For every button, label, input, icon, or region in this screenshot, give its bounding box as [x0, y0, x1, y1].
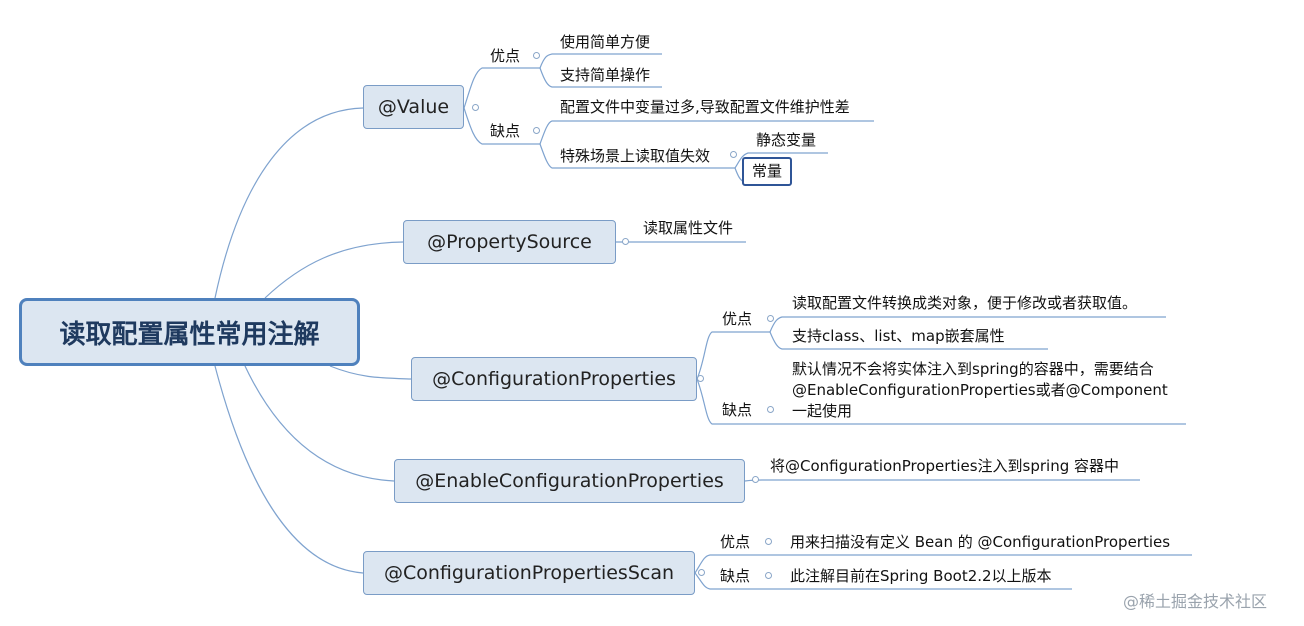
configuration-properties-pros-item-1[interactable]: 读取配置文件转换成类对象，便于修改或者获取值。 [792, 294, 1138, 312]
value-cons-item-2-collapse-icon[interactable] [730, 151, 737, 158]
configuration-properties-scan-pros-text[interactable]: 用来扫描没有定义 Bean 的 @ConfigurationProperties [790, 533, 1171, 551]
value-cons-label[interactable]: 缺点 [490, 122, 521, 140]
configuration-properties-cons-line-3: 一起使用 [792, 402, 853, 420]
value-cons-collapse-icon[interactable] [533, 127, 540, 134]
configuration-properties-collapse-icon[interactable] [697, 375, 704, 382]
value-cons-sub-static[interactable]: 静态变量 [756, 131, 817, 149]
configuration-properties-scan-pros-collapse-icon[interactable] [765, 538, 772, 545]
configuration-properties-cons-label[interactable]: 缺点 [722, 401, 753, 419]
value-cons-item-2[interactable]: 特殊场景上读取值失效 [560, 147, 711, 165]
value-node[interactable]: @Value [363, 85, 464, 129]
value-pros-item-1[interactable]: 使用简单方便 [560, 33, 651, 51]
watermark-text: @稀土掘金技术社区 [1123, 592, 1268, 611]
value-pros-label[interactable]: 优点 [490, 47, 521, 65]
value-collapse-icon[interactable] [472, 104, 479, 111]
enable-configuration-properties-collapse-icon[interactable] [752, 476, 759, 483]
configuration-properties-cons-text[interactable]: 默认情况不会将实体注入到spring的容器中，需要结合 @EnableConfi… [792, 359, 1168, 422]
configuration-properties-cons-line-1: 默认情况不会将实体注入到spring的容器中，需要结合 [792, 360, 1154, 378]
configuration-properties-scan-cons-text[interactable]: 此注解目前在Spring Boot2.2以上版本 [790, 567, 1052, 585]
enable-configuration-properties-desc[interactable]: 将@ConfigurationProperties注入到spring 容器中 [770, 457, 1119, 475]
enable-configuration-properties-node[interactable]: @EnableConfigurationProperties [394, 459, 745, 503]
property-source-node[interactable]: @PropertySource [403, 220, 616, 264]
configuration-properties-node[interactable]: @ConfigurationProperties [411, 357, 697, 401]
value-pros-item-2[interactable]: 支持简单操作 [560, 66, 651, 84]
configuration-properties-scan-cons-collapse-icon[interactable] [765, 572, 772, 579]
configuration-properties-pros-label[interactable]: 优点 [722, 310, 753, 328]
configuration-properties-scan-node[interactable]: @ConfigurationPropertiesScan [363, 551, 695, 595]
root-node[interactable]: 读取配置属性常用注解 [19, 298, 360, 366]
configuration-properties-cons-collapse-icon[interactable] [767, 406, 774, 413]
configuration-properties-cons-line-2: @EnableConfigurationProperties或者@Compone… [792, 381, 1168, 399]
value-cons-sub-constant[interactable]: 常量 [742, 157, 793, 186]
configuration-properties-scan-pros-label[interactable]: 优点 [720, 533, 751, 551]
configuration-properties-pros-item-2[interactable]: 支持class、list、map嵌套属性 [792, 327, 1005, 345]
configuration-properties-pros-collapse-icon[interactable] [767, 315, 774, 322]
value-pros-collapse-icon[interactable] [533, 52, 540, 59]
configuration-properties-scan-cons-label[interactable]: 缺点 [720, 567, 751, 585]
configuration-properties-scan-collapse-icon[interactable] [698, 569, 705, 576]
property-source-collapse-icon[interactable] [622, 238, 629, 245]
property-source-desc[interactable]: 读取属性文件 [643, 219, 734, 237]
value-cons-item-1[interactable]: 配置文件中变量过多,导致配置文件维护性差 [560, 98, 850, 116]
